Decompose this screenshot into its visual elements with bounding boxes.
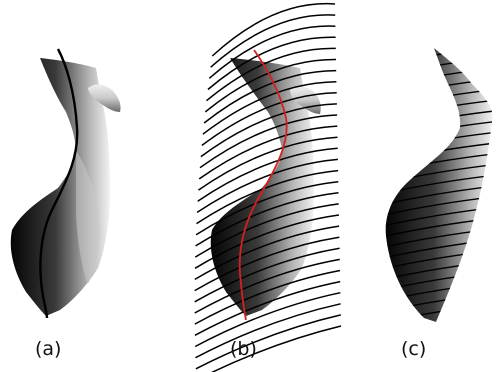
panel-c (370, 46, 500, 336)
level-curve (370, 57, 500, 79)
level-curve (370, 67, 500, 89)
panel-a (11, 49, 121, 318)
panel-label-b: (b) (230, 340, 257, 359)
panel-b-level-curves (195, 4, 341, 372)
panel-label-c: (c) (401, 340, 426, 359)
panel-c-shape (386, 48, 493, 322)
panel-label-a: (a) (35, 340, 61, 359)
panel-b (195, 4, 341, 372)
level-curve (196, 326, 341, 372)
